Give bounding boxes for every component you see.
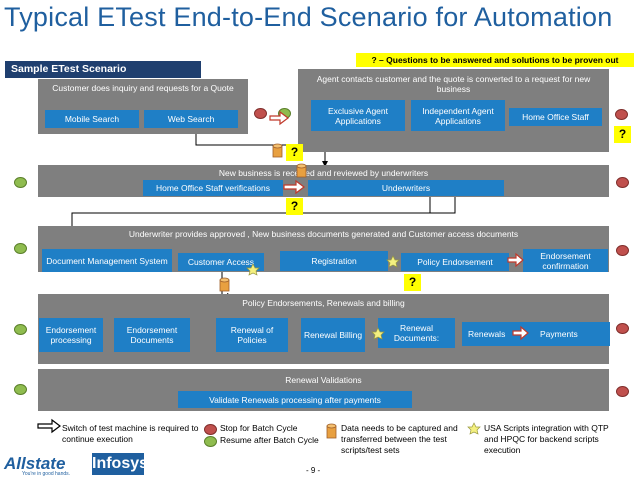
band-approval-documents-title: Underwriter provides approved , New busi… xyxy=(128,229,519,239)
switch-arrow-icon xyxy=(269,110,289,126)
stop-batch-dot xyxy=(254,108,267,119)
band-renewal-validations-title: Renewal Validations xyxy=(285,375,362,385)
independent-agent-box: Independent Agent Applications xyxy=(411,100,505,131)
stop-batch-dot xyxy=(616,245,629,256)
endorsement-processing-box: Endorsement processing xyxy=(39,318,103,352)
renewals-payments-box: Renewals Payments xyxy=(462,322,610,346)
infosys-logo: Infosys xyxy=(92,453,148,475)
resume-batch-dot xyxy=(14,384,27,395)
policy-endorsement-box: Policy Endorsement xyxy=(401,253,509,271)
allstate-tagline: You're in good hands. xyxy=(22,471,71,477)
legend-usa: USA Scripts integration with QTP and HPQ… xyxy=(484,423,609,455)
home-office-verifications-box: Home Office Staff verifications xyxy=(143,180,283,196)
page-number: - 9 - xyxy=(306,466,321,475)
resume-batch-dot xyxy=(14,324,27,335)
mobile-search-box: Mobile Search xyxy=(45,110,139,128)
legend-stop-dot xyxy=(204,424,217,435)
usa-star-icon xyxy=(386,255,400,268)
resume-batch-dot xyxy=(14,243,27,254)
renewal-documents-box: Renewal Documents: xyxy=(378,318,455,348)
web-search-box: Web Search xyxy=(144,110,238,128)
allstate-logo: Allstate xyxy=(4,454,66,473)
resume-batch-dot xyxy=(14,177,27,188)
band-renewals-billing-title: Policy Endorsements, Renewals and billin… xyxy=(242,298,405,308)
data-cylinder-icon xyxy=(326,423,337,439)
document-management-box: Document Management System xyxy=(42,249,172,272)
usa-star-icon xyxy=(467,422,481,435)
data-cylinder-icon xyxy=(272,143,283,158)
renewal-billing-box: Renewal Billing xyxy=(301,318,365,352)
page-title: Typical ETest End-to-End Scenario for Au… xyxy=(4,2,613,32)
switch-arrow-icon xyxy=(512,325,529,341)
question-note: ? – Questions to be answered and solutio… xyxy=(356,53,634,67)
payments-label: Payments xyxy=(540,329,578,339)
legend-stop: Stop for Batch Cycle xyxy=(220,423,298,433)
stop-batch-dot xyxy=(616,177,629,188)
question-marker: ? xyxy=(286,144,303,161)
renewals-label: Renewals xyxy=(468,329,506,339)
switch-arrow-icon xyxy=(507,252,524,268)
home-office-staff-box: Home Office Staff xyxy=(509,108,602,126)
data-cylinder-icon xyxy=(296,163,307,178)
registration-box: Registration xyxy=(280,251,388,271)
band-underwriting-title: New business is received and reviewed by… xyxy=(218,168,429,178)
band-quote-inquiry-title: Customer does inquiry and requests for a… xyxy=(52,83,234,93)
legend-switch: Switch of test machine is required to co… xyxy=(62,423,199,444)
switch-arrow-icon xyxy=(283,179,305,195)
stop-batch-dot xyxy=(616,386,629,397)
endorsement-documents-box: Endorsement Documents xyxy=(114,318,190,352)
question-marker: ? xyxy=(614,126,631,143)
stop-batch-dot xyxy=(616,323,629,334)
endorsement-confirmation-box: Endorsement confirmation xyxy=(523,249,608,272)
band-agent-contact-title: Agent contacts customer and the quote is… xyxy=(316,74,591,94)
sample-scenario-label: Sample ETest Scenario xyxy=(5,61,201,78)
exclusive-agent-box: Exclusive Agent Applications xyxy=(311,100,405,131)
underwriters-box: Underwriters xyxy=(308,180,504,196)
legend-resume-dot xyxy=(204,436,217,447)
question-marker: ? xyxy=(404,274,421,291)
usa-star-icon xyxy=(246,263,260,276)
stop-batch-dot xyxy=(615,109,628,120)
switch-arrow-icon xyxy=(37,418,61,434)
validate-renewals-box: Validate Renewals processing after payme… xyxy=(178,391,412,408)
legend-resume: Resume after Batch Cycle xyxy=(220,435,319,445)
renewal-of-policies-box: Renewal of Policies xyxy=(216,318,288,352)
legend-data: Data needs to be captured and transferre… xyxy=(341,423,458,455)
data-cylinder-icon xyxy=(219,277,230,292)
usa-star-icon xyxy=(371,327,385,340)
question-marker: ? xyxy=(286,198,303,215)
customer-access-box: Customer Access xyxy=(178,253,264,271)
